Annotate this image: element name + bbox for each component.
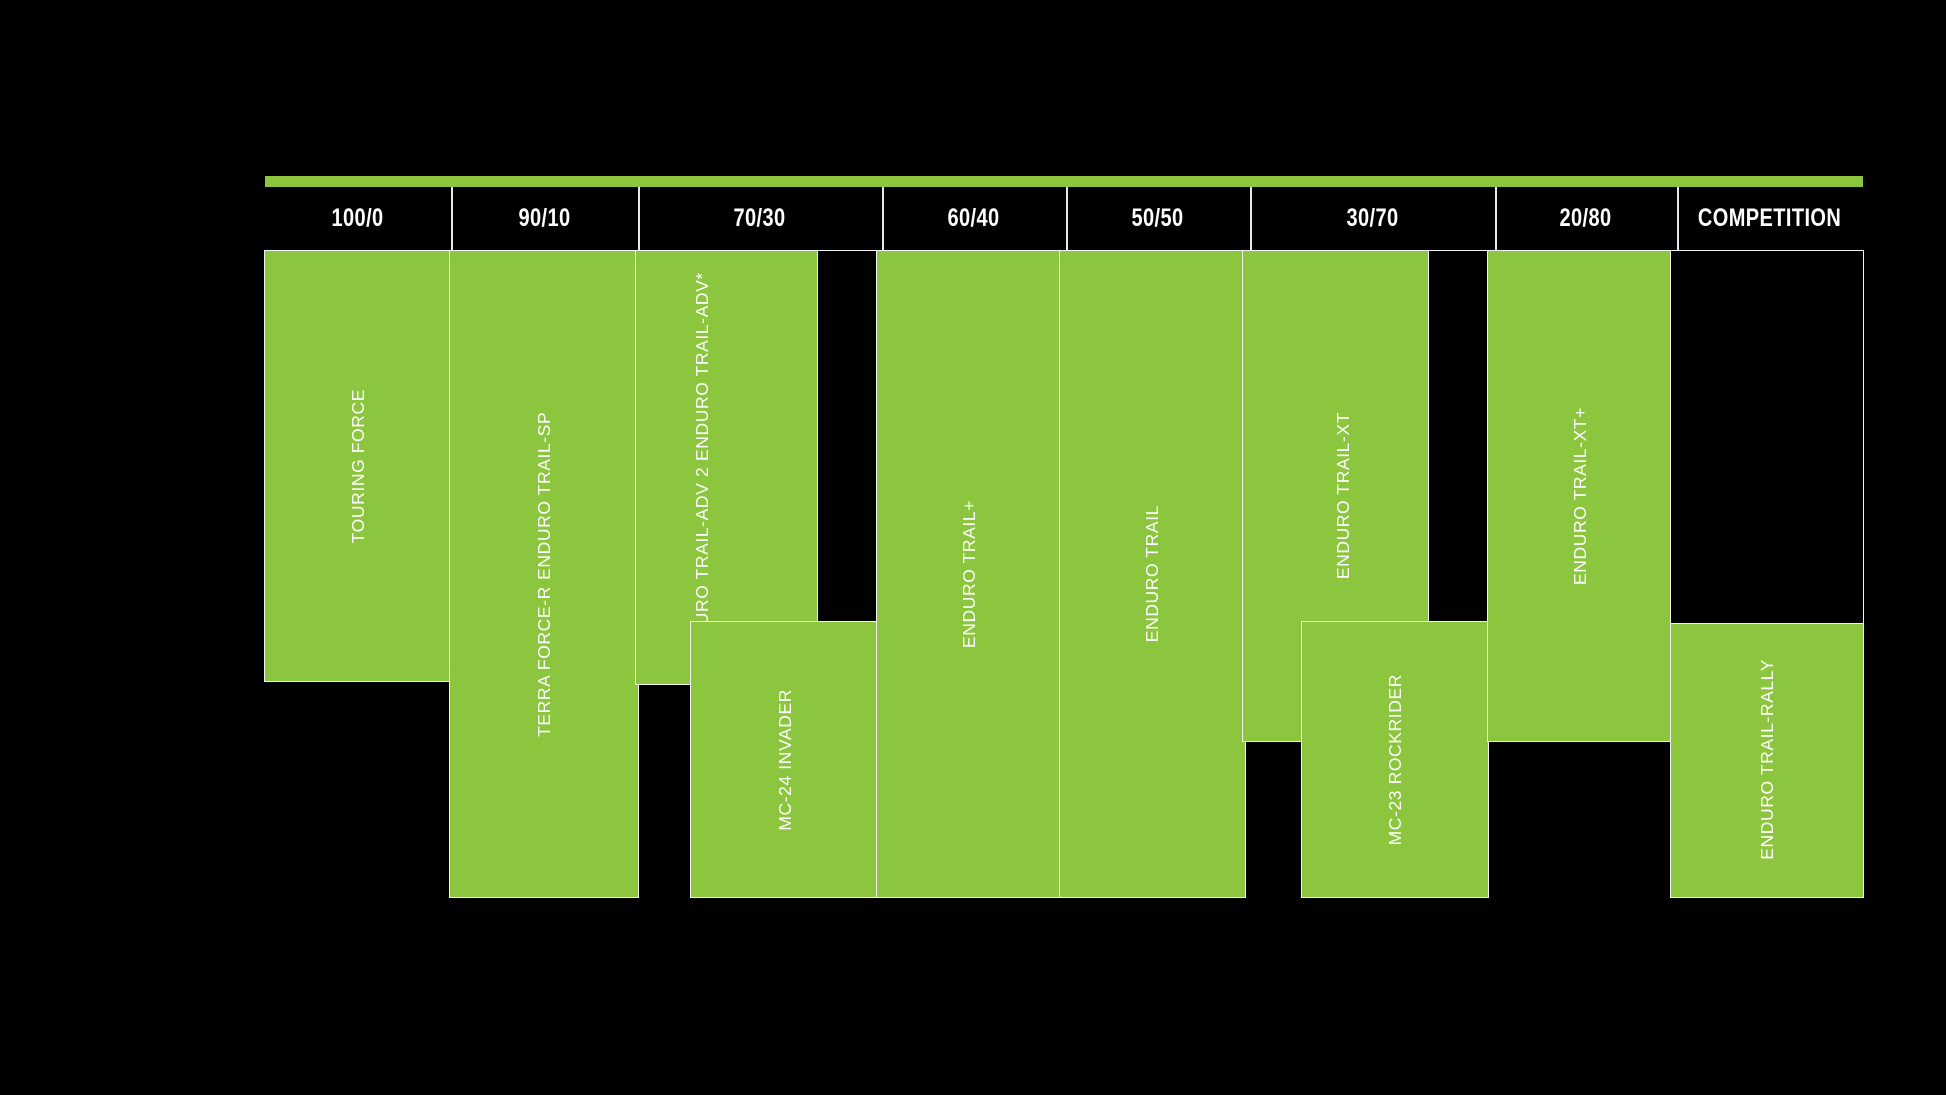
header-cell-competition[interactable]: COMPETITION	[1677, 187, 1863, 250]
bar-label-group: ENDURO TRAIL+	[877, 251, 1062, 897]
gap-block-70-30	[817, 250, 880, 630]
bar-label-group: MC-23 ROCKRIDER	[1302, 622, 1488, 897]
bar-label: ENDURO TRAIL-XT+	[1570, 407, 1590, 585]
bar-mc-24-invader[interactable]: MC-24 INVADER	[690, 621, 880, 898]
header-label: 90/10	[518, 204, 571, 232]
bar-label: ENDURO TRAIL-XT	[1333, 412, 1353, 580]
bar-label-group: TOURING FORCE	[265, 251, 452, 681]
header-label: 20/80	[1559, 204, 1613, 232]
header-divider	[1250, 187, 1252, 250]
header-label: COMPETITION	[1698, 204, 1842, 232]
gap-block-30-70	[1428, 250, 1488, 630]
header-cell-60-40[interactable]: 60/40	[882, 187, 1066, 250]
header-label: 100/0	[331, 204, 385, 232]
bar-mc-23-rockrider[interactable]: MC-23 ROCKRIDER	[1301, 621, 1489, 898]
header-cell-100-0[interactable]: 100/0	[265, 187, 451, 250]
bar-label: ENDURO TRAIL+	[959, 500, 979, 648]
bar-label: TERRA FORCE-R	[533, 585, 554, 737]
bar-label: ENDURO TRAIL	[1142, 505, 1162, 643]
bar-enduro-trail-xt-plus[interactable]: ENDURO TRAIL-XT+	[1487, 250, 1674, 742]
header-divider	[882, 187, 884, 250]
header-cell-70-30[interactable]: 70/30	[638, 187, 882, 250]
bar-label: TOURING FORCE	[348, 388, 368, 544]
bar-touring-force[interactable]: TOURING FORCE	[264, 250, 453, 682]
bar-enduro-trail-plus[interactable]: ENDURO TRAIL+	[876, 250, 1063, 898]
bar-terra-force-r[interactable]: TERRA FORCE-R ENDURO TRAIL-SP	[449, 250, 639, 898]
bar-label: ENDURO TRAIL-RALLY	[1756, 659, 1777, 860]
gap-block-competition	[1670, 250, 1864, 624]
header-divider	[638, 187, 640, 250]
header-divider	[451, 187, 453, 250]
bar-enduro-trail[interactable]: ENDURO TRAIL	[1059, 250, 1246, 898]
bar-label-group: ENDURO TRAIL-XT+	[1488, 251, 1673, 741]
header-cell-90-10[interactable]: 90/10	[451, 187, 638, 250]
bar-enduro-trail-rally[interactable]: ENDURO TRAIL-RALLY	[1670, 621, 1864, 898]
header-label: 30/70	[1346, 204, 1399, 232]
top-accent-rule	[265, 176, 1863, 187]
header-label: 60/40	[947, 204, 1001, 232]
bar-label-group: TERRA FORCE-R ENDURO TRAIL-SP	[450, 251, 638, 897]
header-label: 50/50	[1131, 204, 1185, 232]
header-divider	[1495, 187, 1497, 250]
bar-label: MC-24 INVADER	[774, 688, 795, 831]
header-cell-30-70[interactable]: 30/70	[1250, 187, 1495, 250]
bar-label-group: ENDURO TRAIL	[1060, 251, 1245, 897]
bar-label-group: ENDURO TRAIL-RALLY	[1671, 622, 1863, 897]
header-cell-50-50[interactable]: 50/50	[1066, 187, 1250, 250]
header-divider	[1066, 187, 1068, 250]
header-divider	[1677, 187, 1679, 250]
bar-label: MC-23 ROCKRIDER	[1384, 673, 1405, 846]
bar-label: ENDURO TRAIL-SP	[533, 411, 554, 580]
header-cell-20-80[interactable]: 20/80	[1495, 187, 1677, 250]
header-label: 70/30	[733, 204, 787, 232]
bar-label: ENDURO TRAIL-ADV*	[692, 271, 712, 461]
bar-label-group: MC-24 INVADER	[691, 622, 879, 897]
header-row: 100/0 90/10 70/30 60/40 50/50 30/70 20/8…	[265, 187, 1863, 250]
